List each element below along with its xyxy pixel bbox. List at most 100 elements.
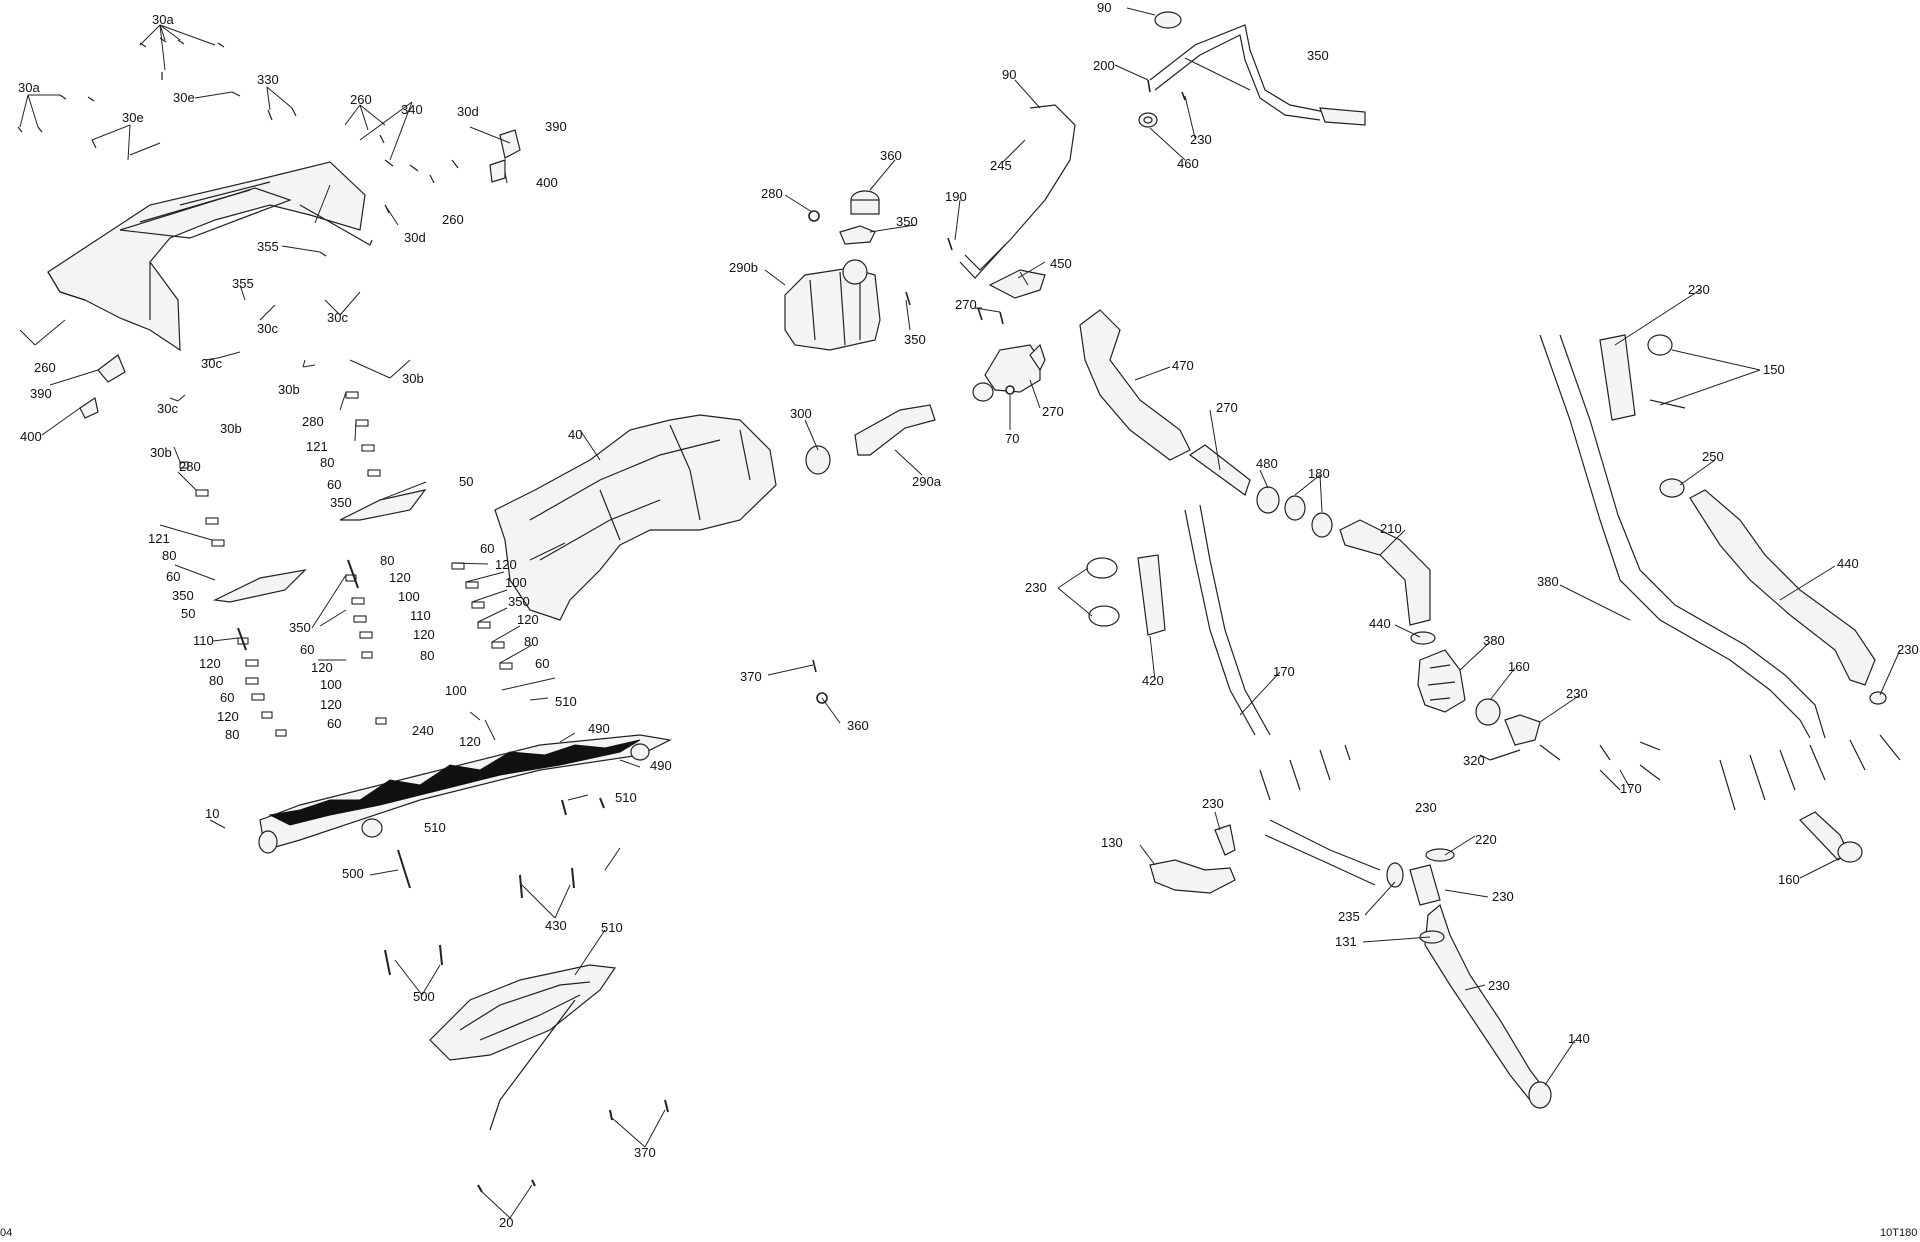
sleeve-380-left	[1137, 554, 1166, 636]
callout-label: 350	[508, 594, 530, 609]
callout-label: 200	[1093, 58, 1115, 73]
bracket-235	[1149, 824, 1236, 894]
callout-label: 230	[1415, 800, 1437, 815]
hose-450	[959, 104, 1076, 279]
cap-290b	[850, 190, 880, 215]
housing-200	[972, 269, 1046, 402]
callout-label: 30c	[157, 401, 178, 416]
callout-label: 131	[1335, 934, 1357, 949]
callout-label: 80	[320, 455, 334, 470]
leader-lines	[19, 7, 1901, 1219]
plate-20	[429, 964, 617, 1131]
callout-label: 10	[205, 806, 219, 821]
callout-label: 390	[30, 386, 52, 401]
callout-label: 80	[225, 727, 239, 742]
callout-label: 30a	[18, 80, 40, 95]
callout-label: 510	[424, 820, 446, 835]
callout-label: 80	[162, 548, 176, 563]
callout-label: 350	[172, 588, 194, 603]
callout-label: 30c	[327, 310, 348, 325]
callout-label: 60	[166, 569, 180, 584]
callout-label: 230	[1202, 796, 1224, 811]
callout-label: 30e	[173, 90, 195, 105]
callout-label: 121	[148, 531, 170, 546]
callout-label: 30a	[152, 12, 174, 27]
callout-label: 210	[1380, 521, 1402, 536]
callout-label: 30e	[122, 110, 144, 125]
callout-label: 290a	[912, 474, 942, 489]
callout-label: 270	[1216, 400, 1238, 415]
callout-label: 120	[413, 627, 435, 642]
callout-label: 160	[1508, 659, 1530, 674]
clamp-230-right	[1475, 698, 1501, 726]
clamps-440-left	[1086, 557, 1120, 627]
clip-390-400-top	[489, 129, 521, 183]
callout-label: 30c	[257, 321, 278, 336]
callout-label: 30b	[150, 445, 172, 460]
callout-label: 440	[1369, 616, 1391, 631]
callout-label: 60	[220, 690, 234, 705]
callout-label: 470	[1172, 358, 1194, 373]
tee-140-assembly	[1264, 819, 1552, 1109]
callout-label: 500	[413, 989, 435, 1004]
callout-label: 390	[545, 119, 567, 134]
upper-bracket-assembly	[47, 161, 373, 352]
callout-label: 350	[904, 332, 926, 347]
callout-label: 460	[1177, 156, 1199, 171]
callout-label: 160	[1778, 872, 1800, 887]
callout-label: 80	[524, 634, 538, 649]
callout-label: 340	[401, 102, 423, 117]
callout-label: 60	[327, 477, 341, 492]
callout-label: 80	[420, 648, 434, 663]
hose-170-mid	[1339, 519, 1431, 626]
callout-label: 180	[1308, 466, 1330, 481]
callout-label: 510	[615, 790, 637, 805]
callout-label: 380	[1483, 633, 1505, 648]
hose-160-right	[1659, 478, 1876, 686]
callout-label: 245	[990, 158, 1012, 173]
callout-label: 260	[350, 92, 372, 107]
callout-label: 290b	[729, 260, 758, 275]
callout-label: 270	[955, 297, 977, 312]
clamp-245	[805, 445, 831, 475]
callout-label: 100	[505, 575, 527, 590]
hose-stub-250	[1799, 811, 1863, 863]
callout-label: 420	[1142, 673, 1164, 688]
bracket-50-lower	[212, 569, 307, 603]
callout-label: 30b	[220, 421, 242, 436]
callout-label: 30d	[457, 104, 479, 119]
callout-label: 230	[1688, 282, 1710, 297]
callout-label: 510	[555, 694, 577, 709]
callout-label: 30b	[278, 382, 300, 397]
hose-190	[854, 404, 936, 456]
callout-label: 100	[445, 683, 467, 698]
corner-reference-left: 04	[0, 1227, 12, 1239]
callout-label: 280	[179, 459, 201, 474]
callout-label: 50	[181, 606, 195, 621]
callout-label: 170	[1620, 781, 1642, 796]
callout-label: 80	[380, 553, 394, 568]
callout-label: 120	[311, 660, 333, 675]
callout-label: 70	[1005, 431, 1019, 446]
callout-label: 120	[217, 709, 239, 724]
callout-label: 380	[1537, 574, 1559, 589]
callout-label: 280	[761, 186, 783, 201]
callout-label: 230	[1025, 580, 1047, 595]
bracket-50-upper	[339, 489, 427, 521]
callout-label: 360	[880, 148, 902, 163]
callout-label: 320	[1463, 753, 1485, 768]
callout-label: 120	[320, 697, 342, 712]
callout-label: 100	[320, 677, 342, 692]
callout-label: 120	[517, 612, 539, 627]
partial-parts-bottom-right	[1259, 734, 1901, 811]
callout-label: 360	[847, 718, 869, 733]
callout-label: 350	[896, 214, 918, 229]
bolts-bottom	[384, 797, 669, 1193]
clamp-230-mid	[1256, 486, 1280, 514]
clamp-300	[839, 225, 876, 245]
callout-label: 350	[1307, 48, 1329, 63]
tank-290a	[784, 259, 881, 351]
clamps-440-right	[1647, 334, 1686, 409]
callout-label: 100	[398, 589, 420, 604]
callout-label: 121	[306, 439, 328, 454]
